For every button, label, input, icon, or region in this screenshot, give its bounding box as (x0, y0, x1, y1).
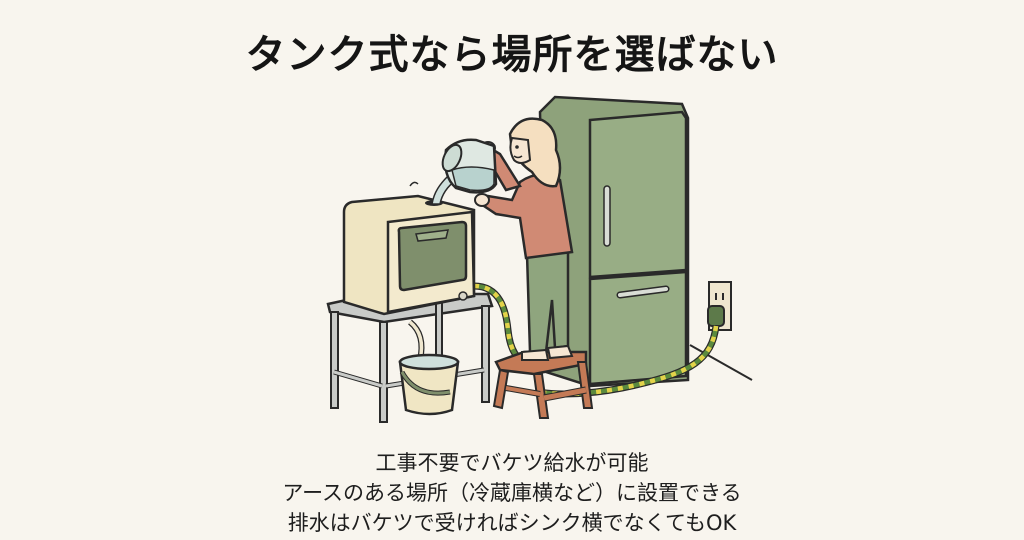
wall-outlet-icon (707, 281, 732, 331)
dishwasher-icon (342, 194, 476, 316)
caption-line-1: 工事不要でバケツ給水が可能 (375, 451, 649, 475)
page-title: タンク式なら場所を選ばない (245, 32, 779, 78)
caption-line-2: アースのある場所（冷蔵庫横など）に設置できる (282, 481, 742, 505)
pitcher-icon (441, 138, 498, 194)
floor-line (689, 344, 753, 381)
dishwasher-illustration (326, 95, 753, 423)
refrigerator-icon (538, 95, 690, 388)
caption-line-3: 排水はバケツで受ければシンク横でなくてもOK (287, 511, 737, 535)
bucket-icon (398, 353, 460, 416)
caption-block: 工事不要でバケツ給水が可能 アースのある場所（冷蔵庫横など）に設置できる 排水は… (0, 448, 1024, 538)
step-stool-icon (492, 350, 594, 419)
woman-figure (474, 117, 574, 361)
